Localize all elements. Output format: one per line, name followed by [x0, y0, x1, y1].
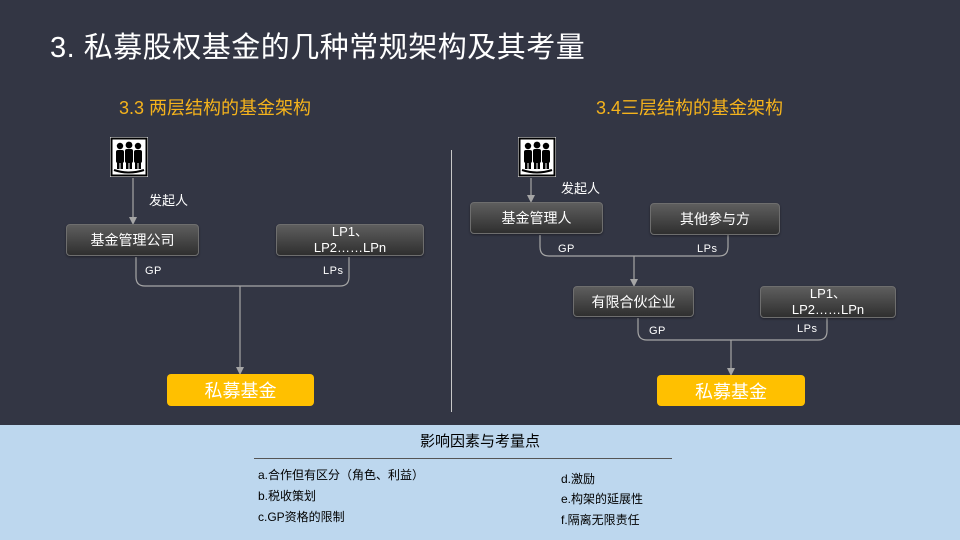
right-lp-partnership-box: 有限合伙企业 — [573, 286, 694, 317]
left-lp-line1: LP1、 — [331, 224, 369, 239]
center-divider — [451, 150, 452, 412]
right-founder-label: 发起人 — [561, 181, 601, 196]
page-title: 3. 私募股权基金的几种常规架构及其考量 — [50, 32, 586, 64]
right-lp-line1: LP1、 — [809, 286, 847, 301]
left-founder-label: 发起人 — [149, 193, 189, 208]
consideration-item: f.隔离无限责任 — [561, 513, 640, 527]
right-other-party-box: 其他参与方 — [650, 203, 780, 235]
right-gp-label-bottom: GP — [649, 325, 666, 337]
left-mgmt-company-box: 基金管理公司 — [66, 224, 199, 256]
left-lp-box: LP1、 LP2……LPn — [276, 224, 424, 256]
right-lps-label-top: LPs — [697, 243, 718, 255]
consideration-item: b.税收策划 — [258, 489, 317, 503]
left-lp-line2: LP2……LPn — [313, 240, 387, 255]
right-subtitle: 3.4三层结构的基金架构 — [596, 98, 784, 118]
consideration-item: a.合作但有区分（角色、利益） — [258, 468, 425, 482]
considerations-title: 影响因素与考量点 — [419, 433, 540, 450]
right-gp-label-top: GP — [558, 243, 575, 255]
consideration-item: e.构架的延展性 — [561, 492, 644, 506]
right-fund-manager-box: 基金管理人 — [470, 202, 603, 234]
right-lps-label-bottom: LPs — [797, 323, 818, 335]
considerations-panel — [0, 425, 960, 540]
left-fund-box: 私募基金 — [167, 374, 314, 406]
right-lp-line2: LP2……LPn — [791, 302, 865, 317]
consideration-item: c.GP资格的限制 — [258, 510, 345, 524]
left-lps-label: LPs — [323, 265, 344, 277]
consideration-item: d.激励 — [561, 472, 596, 486]
group-people-icon — [110, 137, 148, 177]
connector-lines — [129, 178, 828, 376]
considerations-divider — [254, 458, 672, 459]
right-fund-box: 私募基金 — [657, 375, 805, 406]
right-lp-box: LP1、 LP2……LPn — [760, 286, 896, 318]
left-gp-label: GP — [145, 265, 162, 277]
left-subtitle: 3.3 两层结构的基金架构 — [119, 98, 312, 118]
group-people-icon — [518, 137, 556, 177]
